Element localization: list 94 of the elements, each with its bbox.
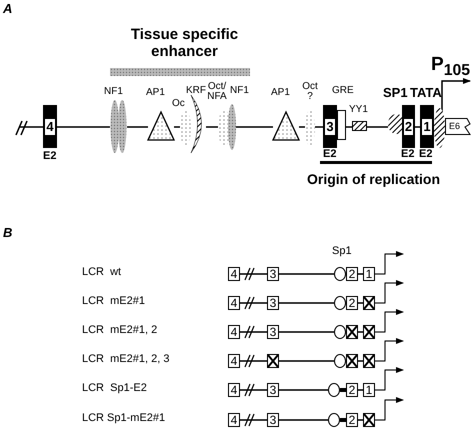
connector-line: [57, 124, 110, 130]
site-label: TATA: [410, 86, 442, 99]
site-box: 2: [346, 267, 358, 281]
connector-line: [20, 124, 43, 130]
connector-line: [236, 124, 273, 130]
circle-symbol: [334, 296, 346, 310]
site-box: 1: [363, 267, 375, 281]
connector-line: [240, 329, 267, 335]
connector-line: [279, 417, 328, 423]
connector-line: [127, 124, 148, 130]
site-label: Oct ?: [301, 82, 319, 102]
site-box: 3: [267, 383, 279, 397]
circle-symbol: [328, 383, 340, 397]
site-label: E2: [43, 151, 56, 161]
site-box: 3: [267, 267, 279, 281]
connector-line: [240, 417, 267, 423]
connector-line: [299, 124, 305, 130]
connector-line: [279, 271, 334, 277]
region-label: Origin of replication: [307, 172, 440, 187]
connector-line: [358, 417, 363, 423]
binding-site-box: 3: [323, 105, 337, 148]
crossed-box: [363, 325, 375, 339]
site-label: E2: [323, 149, 336, 159]
site-box: 4: [228, 325, 240, 339]
construct-label: LCR Sp1-mE2#1: [82, 412, 166, 424]
connector-line: [240, 271, 267, 277]
site-label: E2: [401, 149, 414, 159]
region-label: Tissue specific enhancer: [130, 26, 240, 60]
connector-line: [240, 300, 267, 306]
connector-line: [415, 124, 420, 130]
promoter-label: P$_{105}$: [431, 55, 470, 81]
circle-symbol: [328, 413, 340, 427]
site-box: 2: [346, 413, 358, 427]
site-box: 1: [363, 383, 375, 397]
circle-symbol: [334, 354, 346, 368]
site-box: 2: [346, 383, 358, 397]
connector-line: [358, 387, 363, 393]
crossed-box: [363, 296, 375, 310]
construct-label: LCR mE2#1, 2: [82, 324, 158, 336]
site-box: 4: [228, 296, 240, 310]
site-label: Oct/ NFA: [206, 82, 228, 102]
site-label: SP1: [383, 86, 408, 99]
connector-line: [206, 124, 218, 130]
site-label: NF1: [104, 87, 123, 97]
construct-label: LCR Sp1-E2: [82, 382, 147, 394]
panel-letter: B: [3, 226, 12, 239]
gene-box: E6: [445, 118, 471, 135]
site-box: 4: [228, 267, 240, 281]
binding-site-box: 4: [43, 105, 57, 148]
crossed-box: [363, 413, 375, 427]
circle-symbol: [334, 325, 346, 339]
site-label: KRF: [186, 86, 206, 96]
crossed-box: [346, 354, 358, 368]
site-label: YY1: [349, 105, 368, 115]
binding-site-box: 1: [420, 105, 434, 148]
site-label: AP1: [271, 88, 290, 98]
construct-label: LCR mE2#1, 2, 3: [82, 353, 170, 365]
connector-line: [174, 124, 180, 130]
construct-label: LCR mE2#1: [82, 295, 145, 307]
panel-letter: A: [3, 2, 12, 15]
site-box: 2: [346, 296, 358, 310]
site-label: Oc: [172, 99, 185, 109]
connector-line: [358, 271, 363, 277]
site-box: 4: [228, 413, 240, 427]
connector-line: [358, 358, 363, 364]
site-box: 4: [228, 354, 240, 368]
site-label: AP1: [146, 88, 165, 98]
connector-line: [279, 358, 334, 364]
site-label: NF1: [230, 86, 249, 96]
connector-line: [279, 300, 334, 306]
crossed-box: [346, 325, 358, 339]
connector-line: [340, 387, 346, 393]
connector-line: [358, 300, 363, 306]
site-box: 4: [228, 383, 240, 397]
binding-site-box: 2: [402, 105, 415, 148]
construct-label: LCR wt: [82, 266, 122, 278]
site-label: GRE: [332, 86, 354, 96]
connector-line: [315, 124, 323, 130]
site-box: 3: [267, 296, 279, 310]
connector-line: [240, 387, 267, 393]
connector-line: [346, 124, 352, 130]
crossed-box: [363, 354, 375, 368]
site-label: Sp1: [332, 246, 352, 257]
site-label: E2: [419, 149, 432, 159]
site-box: 3: [267, 325, 279, 339]
circle-symbol: [334, 267, 346, 281]
site-box: 3: [267, 413, 279, 427]
connector-line: [279, 329, 334, 335]
connector-line: [240, 358, 267, 364]
crossed-box: [267, 354, 279, 368]
connector-line: [279, 387, 328, 393]
connector-line: [358, 329, 363, 335]
connector-line: [367, 124, 388, 130]
connector-line: [340, 417, 346, 423]
